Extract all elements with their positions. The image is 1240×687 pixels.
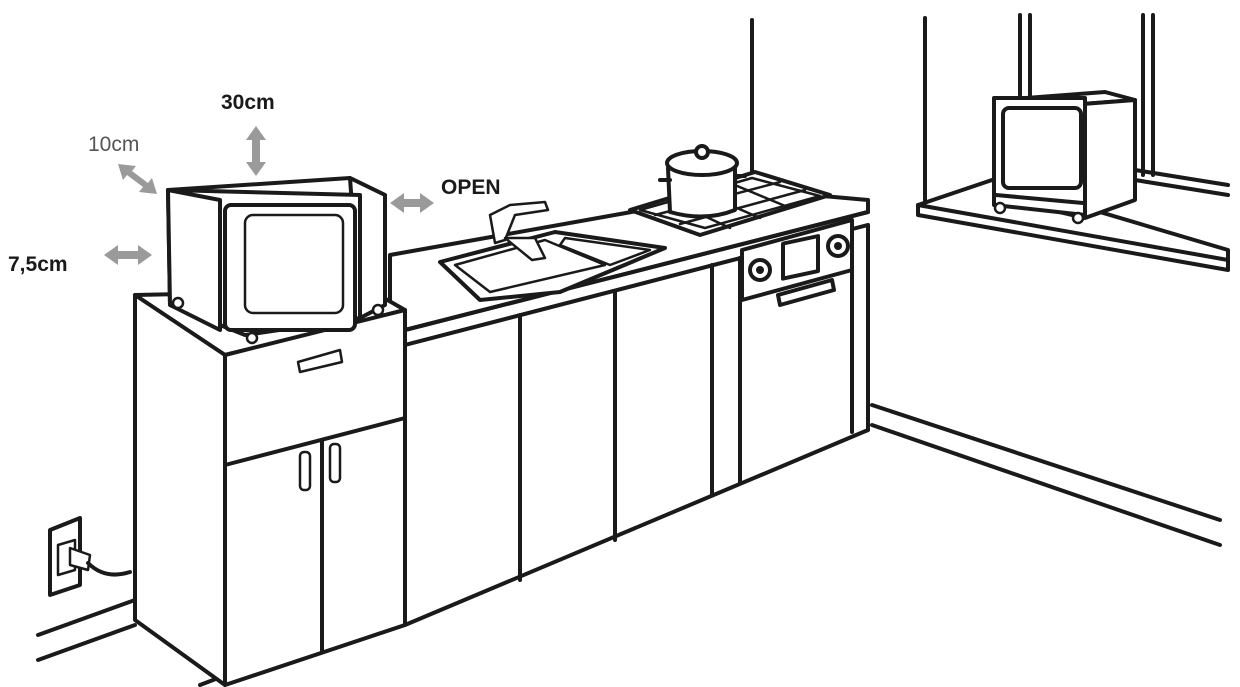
label-rear-clearance: 10cm (88, 133, 139, 156)
label-top-clearance: 30cm (221, 91, 275, 114)
double-arrow-icon (104, 126, 434, 265)
label-front-clearance: OPEN (441, 176, 501, 199)
microwave (166, 176, 387, 345)
oven-front (740, 218, 854, 307)
label-side-clearance: 7,5cm (8, 253, 68, 276)
sink (438, 200, 667, 302)
hob (628, 144, 832, 237)
window-microwave (992, 90, 1137, 225)
power-plug-icon (48, 516, 132, 597)
left-cabinet (133, 288, 407, 687)
